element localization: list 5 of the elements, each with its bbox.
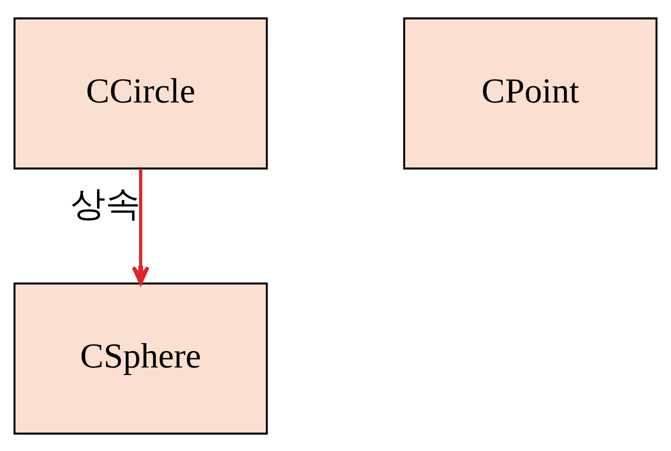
edge-label: 상속 [70,184,141,224]
node-box: CSphere [14,282,268,434]
arrow [132,168,150,284]
node-box: CPoint [403,16,658,169]
node-box: CCircle [14,16,268,169]
